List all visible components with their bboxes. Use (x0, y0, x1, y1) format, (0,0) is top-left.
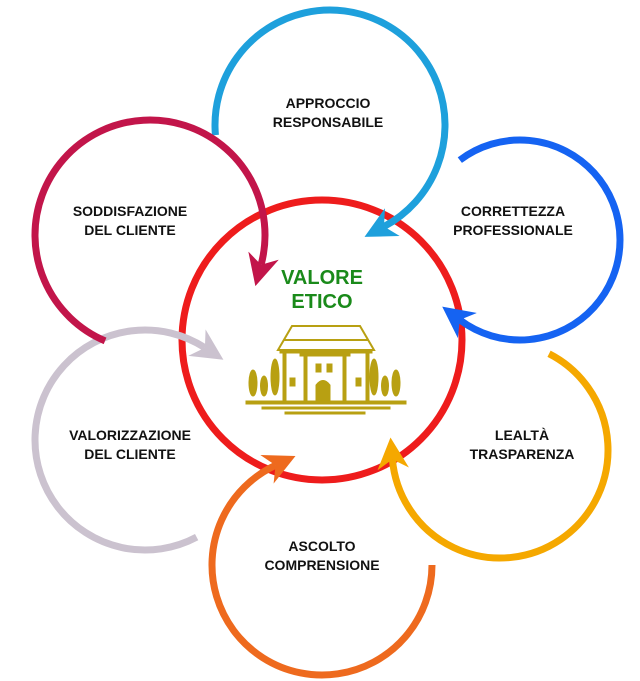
label-line2: COMPRENSIONE (264, 557, 380, 573)
label-lealta-trasparenza: LEALTÀ TRASPARENZA (470, 426, 575, 464)
label-line1: ASCOLTO (288, 538, 356, 554)
label-valorizzazione-del-cliente: VALORIZZAZIONE DEL CLIENTE (69, 426, 191, 464)
cycle-arrow-lealta (377, 350, 612, 562)
label-line2: DEL CLIENTE (84, 222, 176, 238)
label-approccio-responsabile: APPROCCIO RESPONSABILE (273, 94, 383, 132)
label-correttezza-professionale: CORRETTEZZA PROFESSIONALE (453, 202, 573, 240)
label-line1: SODDISFAZIONE (72, 203, 188, 219)
label-line2: TRASPARENZA (469, 446, 575, 462)
cycle-arrow-correttezza (442, 136, 624, 344)
cycle-arrow-ascolto (208, 455, 436, 679)
label-line1: CORRETTEZZA (460, 203, 566, 219)
center-title-line1: VALORE (281, 267, 363, 289)
label-line2: RESPONSABILE (272, 114, 384, 130)
label-line2: DEL CLIENTE (84, 446, 176, 462)
center-title: VALORE ETICO (281, 266, 363, 314)
center-ring (178, 196, 466, 484)
label-line1: APPROCCIO (285, 95, 371, 111)
label-line1: VALORIZZAZIONE (69, 427, 191, 443)
cycle-arrow-valorizzazione (31, 326, 224, 554)
cycle-arrow-approccio (211, 6, 449, 237)
label-soddisfazione-del-cliente: SODDISFAZIONE DEL CLIENTE (73, 202, 187, 240)
villa-logo (245, 325, 407, 415)
label-line2: PROFESSIONALE (453, 222, 573, 238)
label-line1: LEALTÀ (494, 427, 550, 443)
center-title-line2: ETICO (291, 291, 353, 313)
cycle-arrow-soddisfazione (31, 116, 279, 345)
label-ascolto-comprensione: ASCOLTO COMPRENSIONE (264, 537, 379, 575)
